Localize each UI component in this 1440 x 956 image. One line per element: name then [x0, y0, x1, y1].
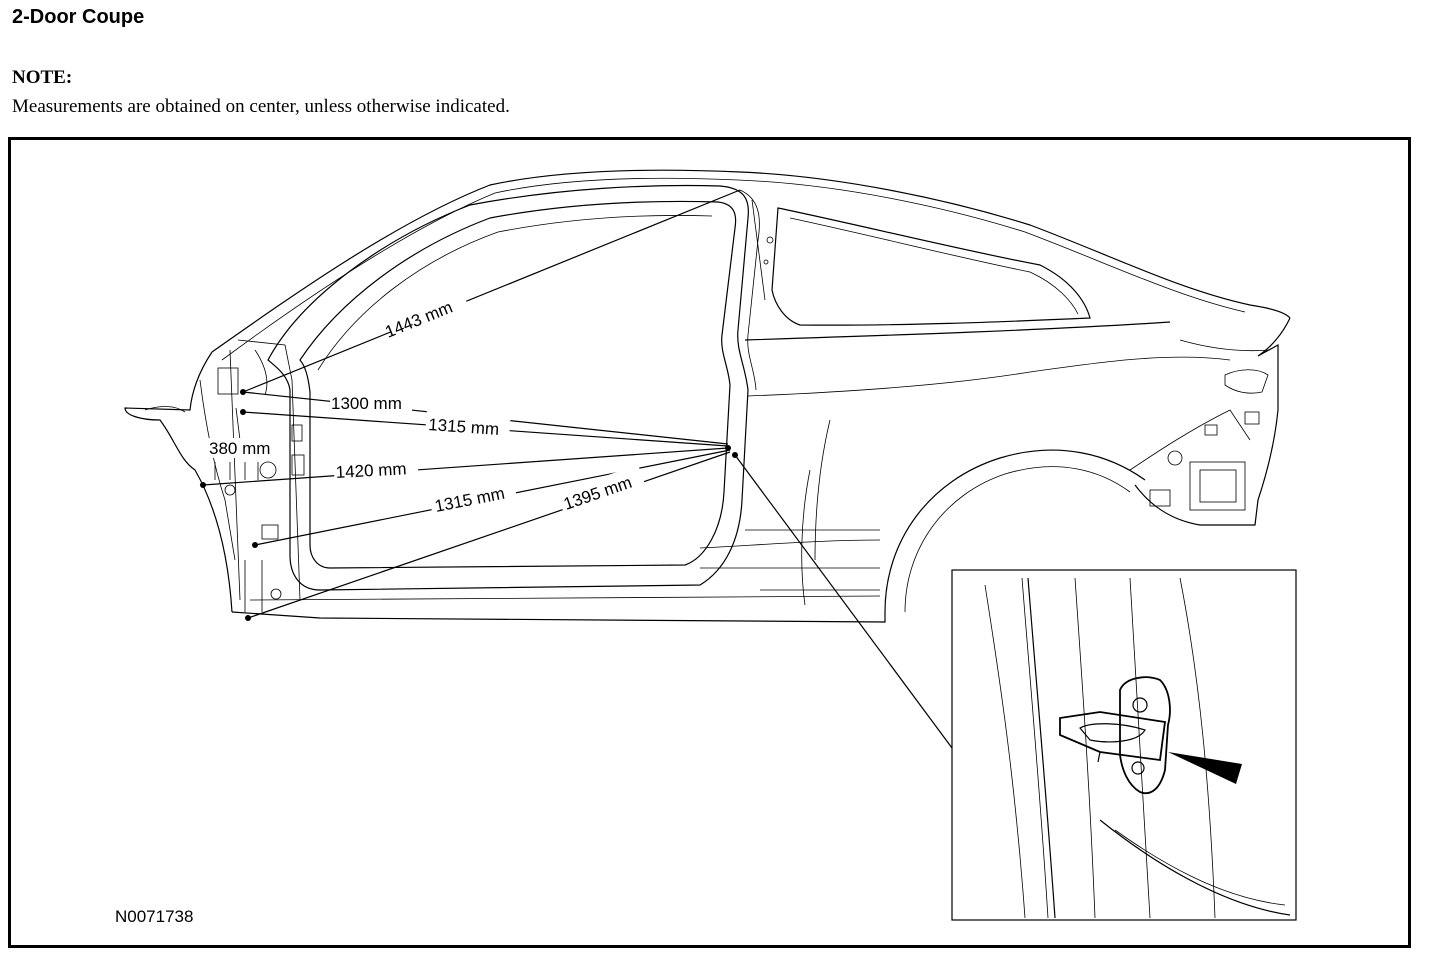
striker-detail-inset [951, 569, 1297, 921]
figure-id: N0071738 [115, 907, 193, 926]
page-title: 2-Door Coupe [12, 6, 145, 28]
car-body-side [124, 169, 1291, 623]
measurement-point [240, 409, 246, 415]
measurement-point [200, 482, 206, 488]
arrow-icon [1168, 752, 1242, 784]
measurement-point [732, 452, 738, 458]
measurement-points [200, 389, 738, 621]
measurement-point [252, 542, 258, 548]
note-text: Measurements are obtained on center, unl… [12, 96, 510, 117]
measurement-point [240, 389, 246, 395]
dimension-labels: 1443 mm 1300 mm 1315 mm 380 mm 1420 mm 1… [208, 285, 646, 517]
dimension-label: 1300 mm [331, 394, 402, 413]
measurement-point [725, 445, 731, 451]
diagram-frame [8, 137, 1411, 948]
dimension-label: 1420 mm [335, 459, 407, 482]
dimension-label: 380 mm [209, 439, 270, 458]
dimension-label: 1315 mm [428, 415, 500, 439]
note-label: NOTE: [12, 67, 73, 88]
measurement-lines [202, 189, 953, 749]
measurement-point [245, 615, 251, 621]
